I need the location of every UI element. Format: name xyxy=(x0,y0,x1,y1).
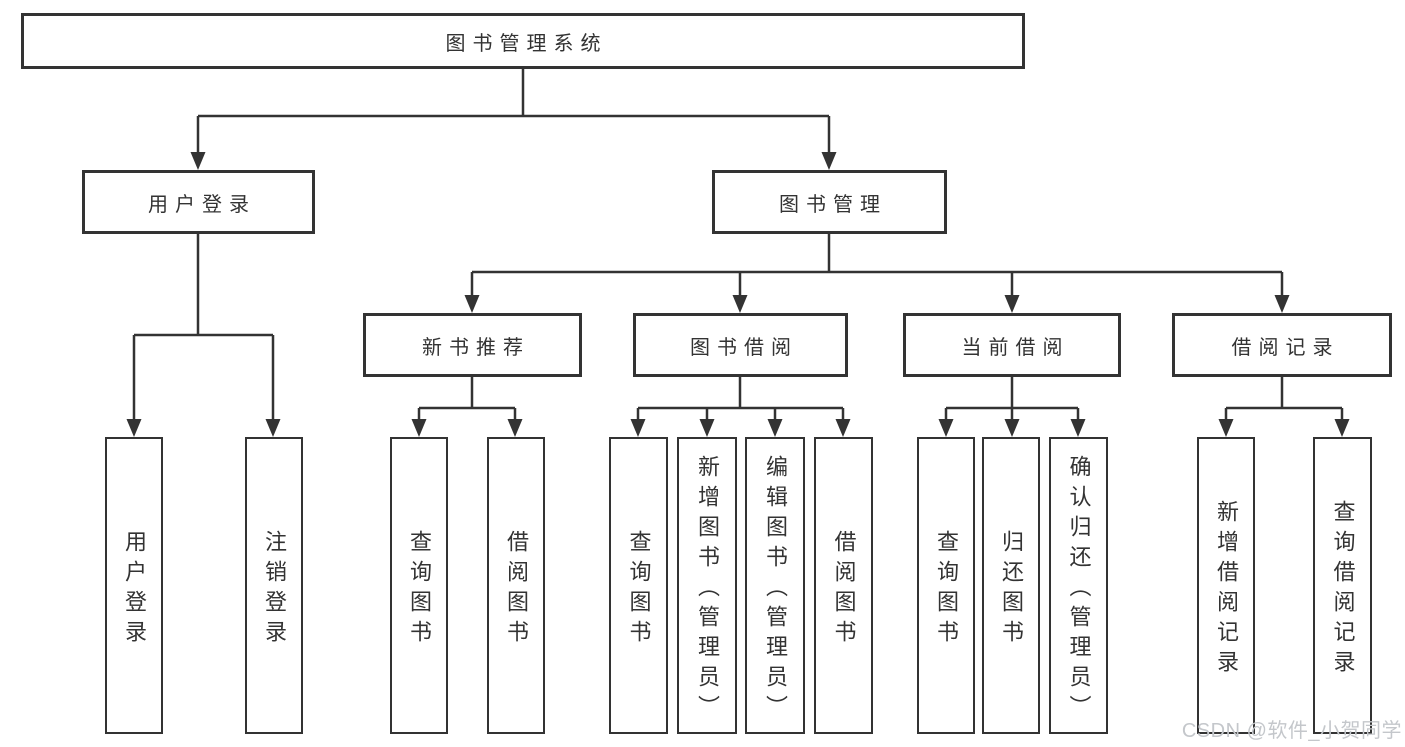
arrowheads xyxy=(126,152,1350,437)
leaf-query-books-borrow: 查询图书 xyxy=(609,437,668,734)
node-book-borrow: 图书借阅 xyxy=(633,313,848,377)
node-book-management: 图书管理 xyxy=(712,170,947,234)
csdn-watermark: CSDN @软件_小贺同学 xyxy=(1181,720,1402,742)
leaf-return-book: 归还图书 xyxy=(982,437,1040,734)
node-user-login: 用户登录 xyxy=(82,170,315,234)
leaf-query-books-recommend: 查询图书 xyxy=(390,437,448,734)
leaf-confirm-return-admin: 确认归还（管理员） xyxy=(1049,437,1108,734)
leaf-add-borrow-record: 新增借阅记录 xyxy=(1197,437,1255,734)
leaf-user-login: 用户登录 xyxy=(105,437,163,734)
connector-trunk-lines xyxy=(132,68,1344,419)
leaf-edit-book-admin: 编辑图书（管理员） xyxy=(745,437,805,734)
node-new-book-recommend: 新书推荐 xyxy=(363,313,582,377)
leaf-borrow-books: 借阅图书 xyxy=(814,437,873,734)
leaf-add-book-admin: 新增图书（管理员） xyxy=(677,437,737,734)
leaf-query-borrow-record: 查询借阅记录 xyxy=(1313,437,1372,734)
node-borrow-record: 借阅记录 xyxy=(1172,313,1392,377)
node-root: 图书管理系统 xyxy=(21,13,1025,69)
leaf-query-books-current: 查询图书 xyxy=(917,437,975,734)
leaf-borrow-books-recommend: 借阅图书 xyxy=(487,437,545,734)
leaf-logout: 注销登录 xyxy=(245,437,303,734)
node-current-borrow: 当前借阅 xyxy=(903,313,1121,377)
